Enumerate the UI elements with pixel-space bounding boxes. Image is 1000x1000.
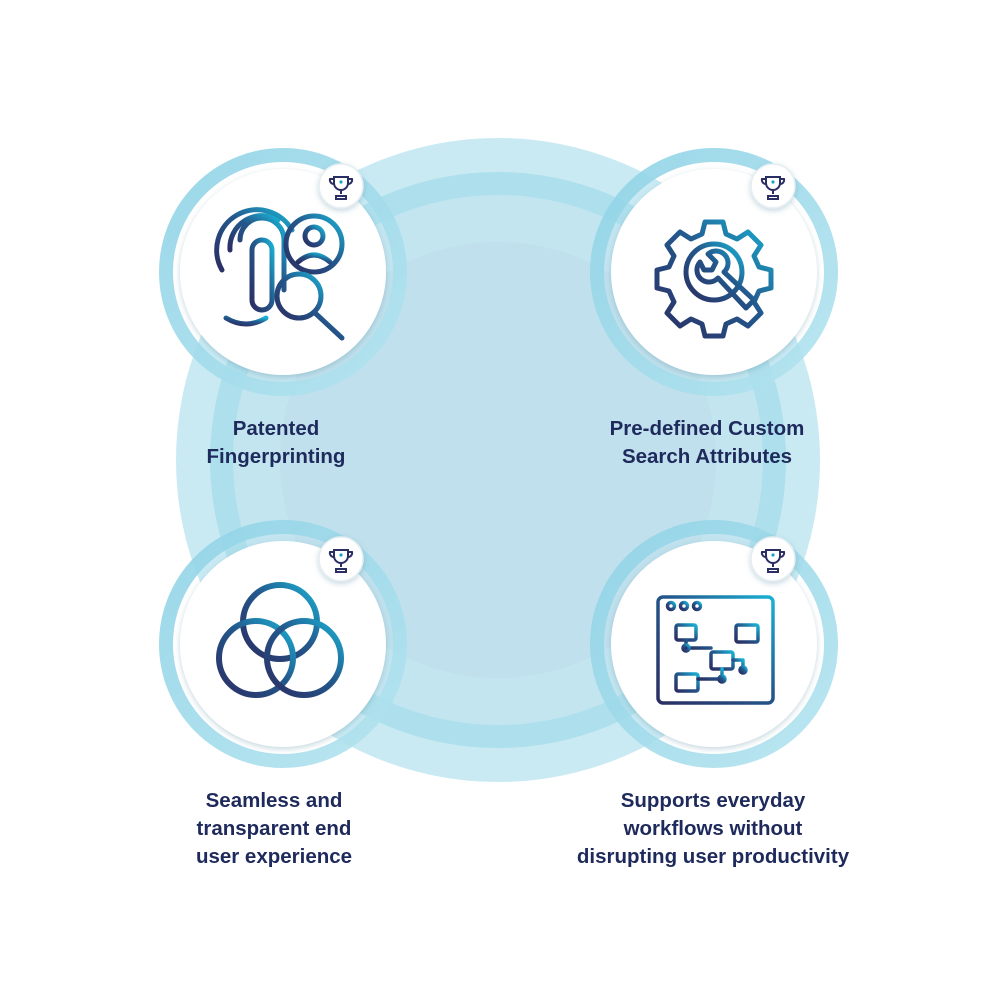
overlapping-circles-icon (216, 582, 344, 698)
label-line: Patented (232, 417, 320, 440)
workflow-window-icon (656, 595, 775, 705)
feature-card-fingerprinting (159, 148, 407, 396)
label-line: workflows without (623, 817, 803, 840)
label-line: Seamless and (205, 789, 343, 812)
feature-label-workflows: Supports everyday workflows without disr… (548, 787, 878, 871)
label-line: disrupting user productivity (576, 845, 850, 868)
feature-card-user-experience (159, 520, 407, 768)
label-line: Supports everyday (620, 789, 806, 812)
feature-label-user-experience: Seamless and transparent end user experi… (164, 787, 384, 871)
feature-label-search-attributes: Pre-defined Custom Search Attributes (577, 415, 837, 471)
trophy-icon (328, 549, 354, 573)
trophy-icon (328, 176, 354, 200)
trophy-icon (760, 176, 786, 200)
feature-label-fingerprinting: Patented Fingerprinting (176, 415, 376, 471)
label-line: user experience (195, 845, 353, 868)
label-line: Pre-defined Custom (609, 417, 805, 440)
label-line: Search Attributes (621, 445, 793, 468)
label-line: transparent end (196, 817, 352, 840)
fingerprint-search-icon (213, 207, 345, 341)
label-line: Fingerprinting (206, 445, 346, 468)
feature-card-search-attributes (590, 148, 838, 396)
feature-card-workflows (590, 520, 838, 768)
trophy-icon (760, 549, 786, 573)
gear-wrench-icon (654, 219, 774, 339)
